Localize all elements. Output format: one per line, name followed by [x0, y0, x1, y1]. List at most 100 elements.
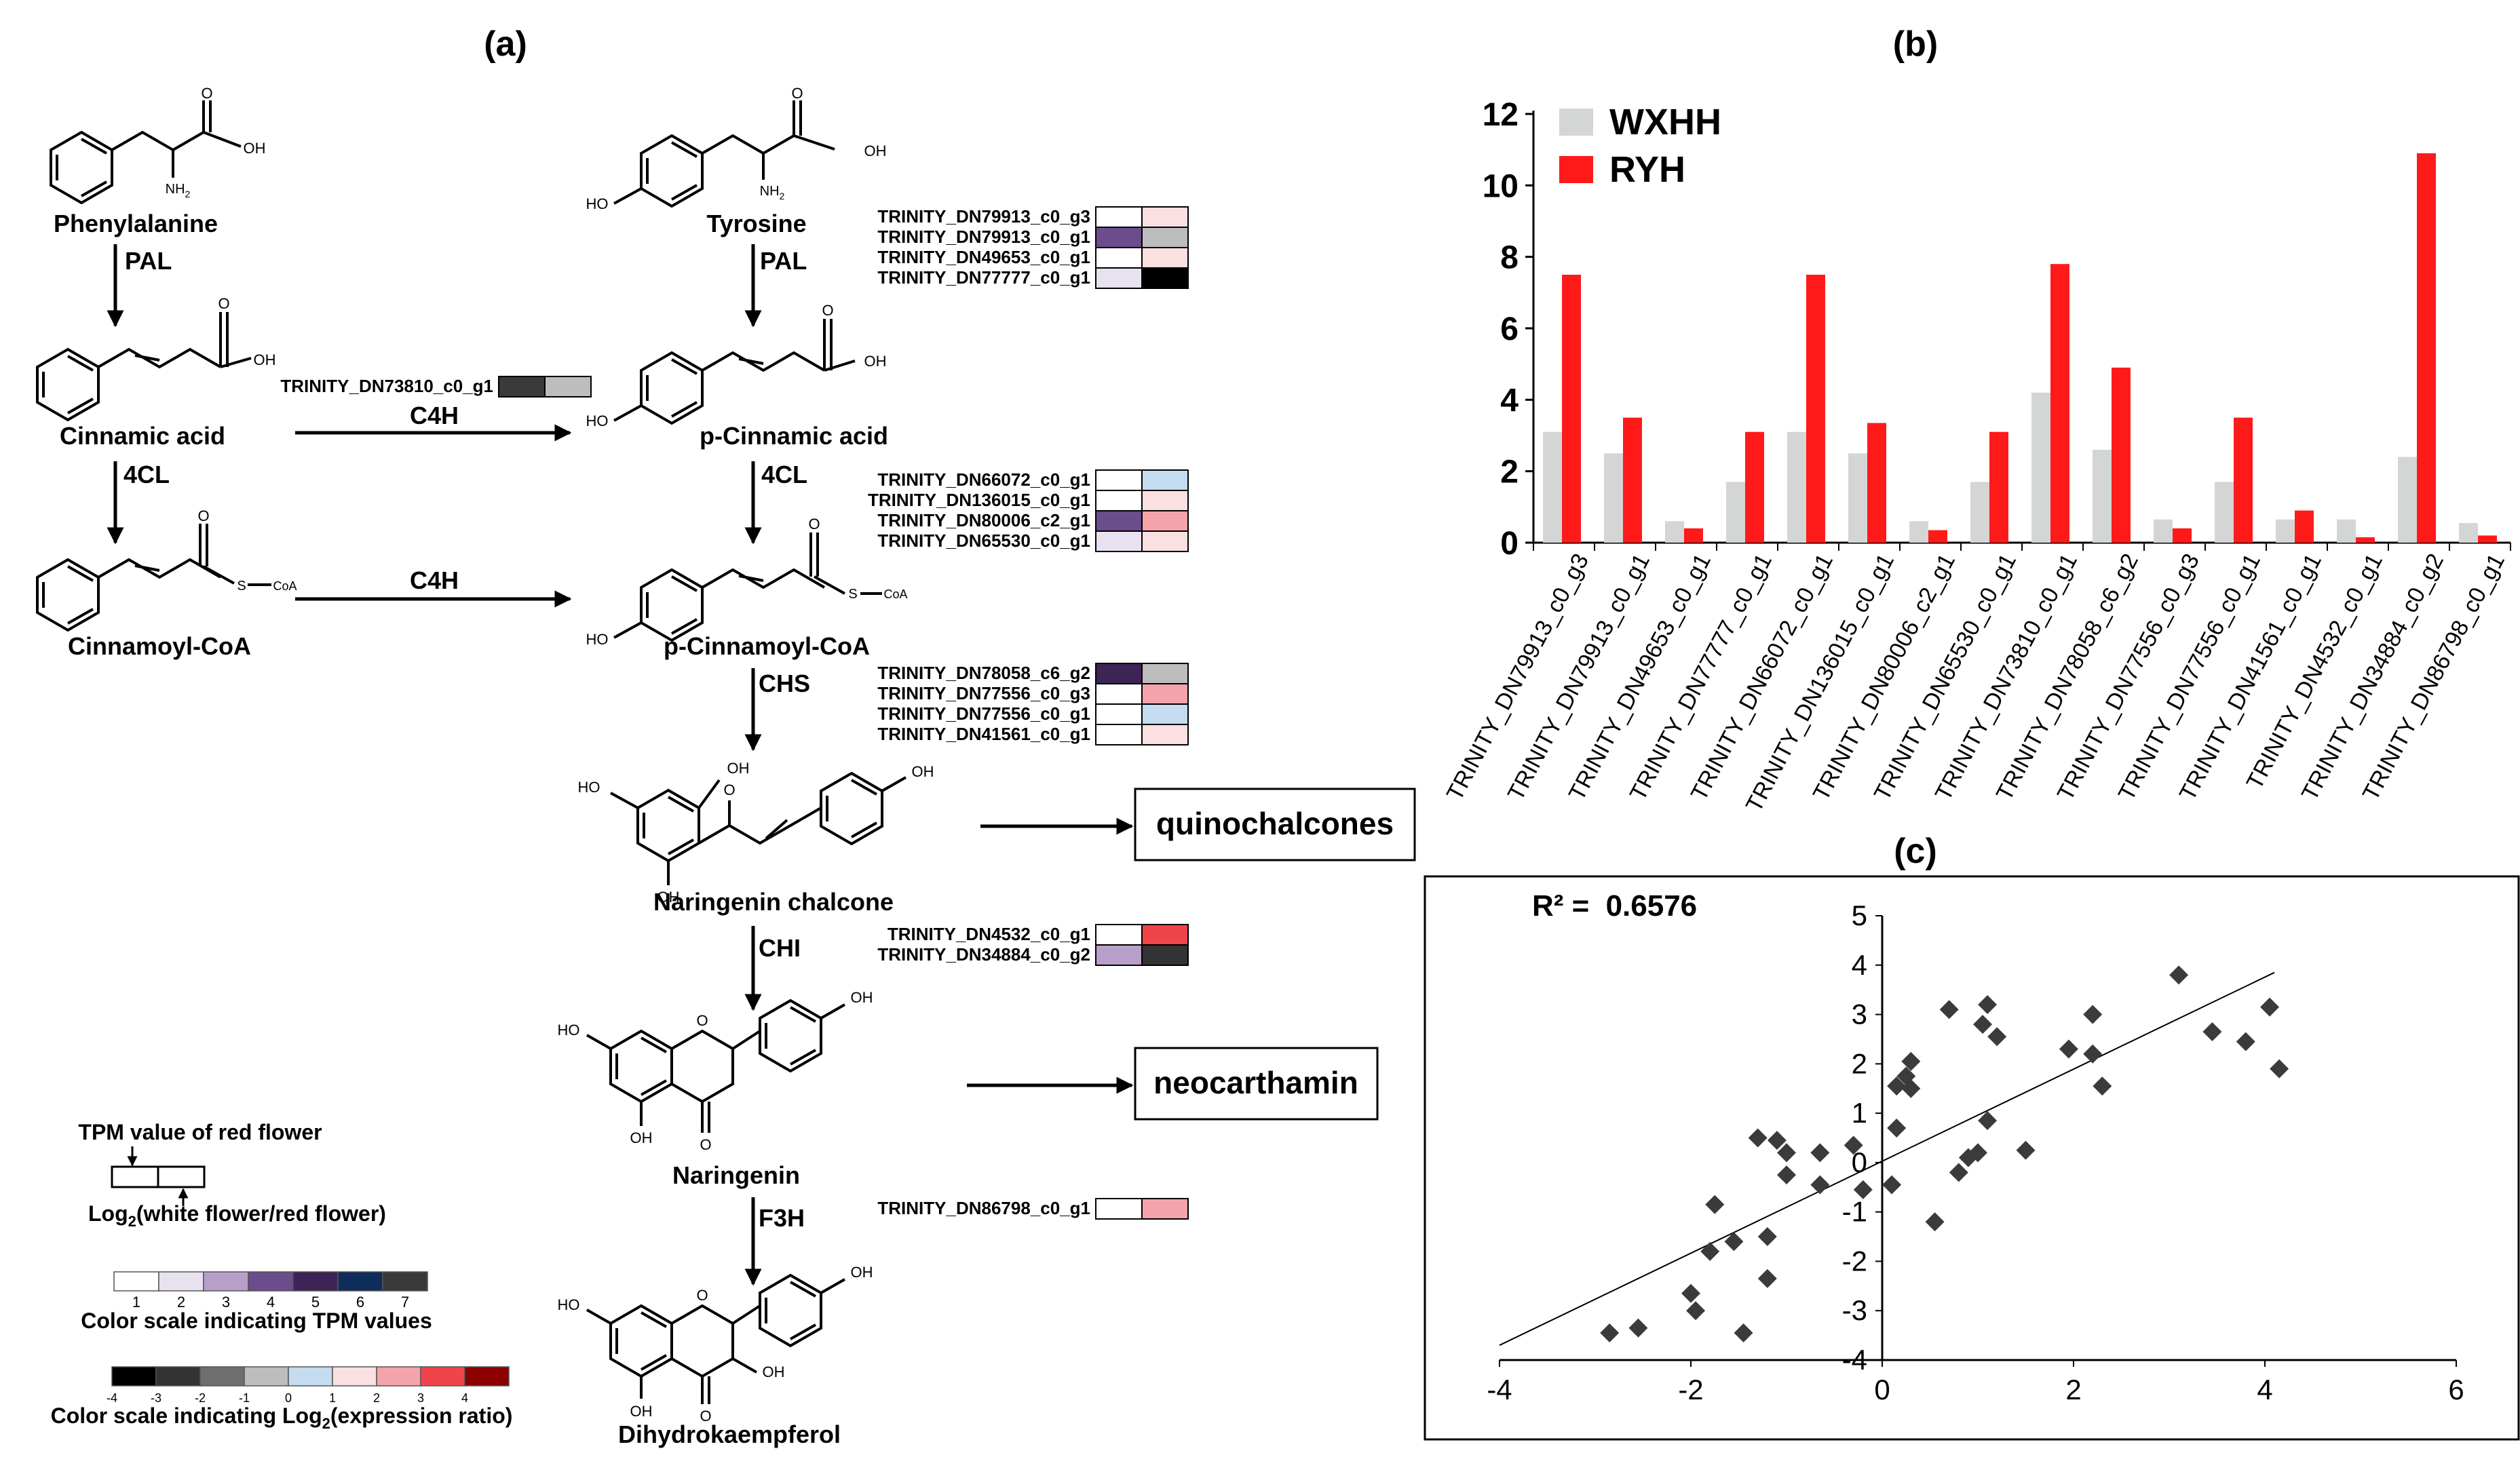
naringenin-structure	[586, 998, 845, 1133]
tpm-scale-tick: 7	[401, 1294, 409, 1311]
scatter-point	[1949, 1163, 1968, 1182]
tpm-cell	[1095, 1198, 1143, 1220]
ratio-scale-swatch	[199, 1366, 245, 1386]
tpm-cell	[1095, 510, 1143, 532]
bar-wxhh	[2031, 392, 2050, 543]
phe-nh2: NH2	[166, 182, 191, 199]
x-tick-label: -2	[1678, 1374, 1703, 1405]
p-cinnamoyl-coa-label: p-Cinnamoyl-CoA	[664, 632, 870, 660]
pcoa-ho: HO	[586, 631, 609, 648]
scatter-point	[1810, 1143, 1830, 1163]
legend-label-wxhh: WXHH	[1609, 102, 1721, 142]
ratio-scale-tick: -2	[195, 1391, 206, 1405]
bar-wxhh	[2093, 450, 2112, 543]
tpm-scale-tick: 4	[267, 1294, 275, 1311]
tpm-scale-swatch	[337, 1271, 383, 1292]
bar-wxhh	[2276, 519, 2295, 543]
ratio-scale-swatch	[420, 1366, 465, 1386]
scatter-point	[2270, 1059, 2289, 1079]
ratio-cell	[1141, 206, 1189, 228]
scatter-point	[2236, 1032, 2255, 1051]
scatter-annotation: R² = 0.6576	[1532, 889, 1697, 923]
ratio-scale-tick: -4	[107, 1391, 117, 1405]
ratio-scale-tick: 1	[329, 1391, 336, 1405]
gene-label: TRINITY_DN49653_c0_g1	[877, 247, 1090, 267]
y-tick-label: 4	[1852, 949, 1867, 981]
enzyme-c4h-2: C4H	[410, 566, 459, 594]
ratio-cell	[1141, 1198, 1189, 1220]
bar-wxhh	[2398, 457, 2417, 543]
bar-ryh	[1806, 275, 1825, 543]
tpm-cell	[1095, 267, 1143, 289]
legend-ratio-scale-label: Color scale indicating Log2(expression r…	[51, 1403, 513, 1432]
scatter-point	[1925, 1212, 1945, 1232]
naringenin-chalcone-structure	[610, 771, 906, 885]
legend-tpm-scale-label: Color scale indicating TPM values	[81, 1308, 432, 1333]
gene-label: TRINITY_DN86798_c0_g1	[877, 1198, 1090, 1218]
ratio-scale-tick: 0	[285, 1391, 292, 1405]
tpm-cell	[1095, 227, 1143, 248]
scatter-point	[1853, 1180, 1873, 1199]
nar-oh-1: OH	[630, 1129, 653, 1146]
y-tick-label: -4	[1842, 1344, 1867, 1376]
scatter-point	[1978, 995, 1998, 1014]
x-tick-label: 6	[2448, 1374, 2464, 1405]
tpm-scale-swatch	[382, 1271, 428, 1292]
scatter-point	[1628, 1318, 1648, 1338]
tyrosine-structure	[613, 100, 835, 208]
panel-b-label: (b)	[1893, 24, 1938, 64]
y-tick-label: 10	[1483, 168, 1519, 204]
y-tick-label: 12	[1483, 97, 1519, 133]
scatter-frame	[1424, 875, 2520, 1441]
ratio-scale-tick: 4	[461, 1391, 468, 1405]
cinnamoyl-coa-structure	[36, 524, 271, 632]
ratio-cell	[1141, 247, 1189, 269]
scatter-point	[1767, 1131, 1787, 1150]
scatter-point	[1734, 1323, 1753, 1342]
cinnamoyl-coa: CoA	[273, 579, 297, 593]
tpm-cell	[1095, 703, 1143, 725]
ratio-cell	[1141, 267, 1189, 289]
cinnamic-oh: OH	[254, 351, 276, 368]
gene-label: TRINITY_DN77777_c0_g1	[877, 267, 1090, 288]
ratio-cell	[544, 376, 592, 397]
scatter-point	[2093, 1077, 2112, 1096]
bar-ryh	[2478, 535, 2497, 543]
cinnamoyl-coa-label: Cinnamoyl-CoA	[68, 632, 251, 660]
tpm-scale-swatch	[158, 1271, 204, 1292]
nar-ring-o: O	[696, 1012, 708, 1029]
ratio-cell	[1141, 924, 1189, 946]
ratio-cell	[1141, 530, 1189, 552]
tyr-ho: HO	[586, 195, 609, 212]
tyr-oh: OH	[864, 142, 887, 159]
y-tick-label: 2	[1852, 1047, 1867, 1079]
scatter-point	[1724, 1232, 1744, 1252]
tpm-scale-tick: 1	[132, 1294, 140, 1311]
chalcone-oh-1: OH	[727, 760, 750, 777]
tpm-cell	[1095, 924, 1143, 946]
dhk-oh-3: OH	[851, 1264, 873, 1281]
enzyme-4cl-left: 4CL	[123, 461, 170, 488]
y-tick-label: 4	[1500, 383, 1519, 419]
tpm-scale-tick: 6	[356, 1294, 364, 1311]
scatter-point	[1887, 1118, 1907, 1138]
scatter-point	[2202, 1022, 2222, 1042]
bar-ryh	[2295, 510, 2314, 543]
scatter-point	[1757, 1227, 1777, 1247]
bar-ryh	[2356, 537, 2375, 543]
legend-swatch-wxhh	[1559, 109, 1593, 136]
y-tick-label: 0	[1500, 526, 1519, 562]
chalcone-oh-2: OH	[657, 889, 680, 906]
scatter-point	[1777, 1143, 1796, 1163]
quinochalcones-label: quinochalcones	[1156, 806, 1394, 841]
bar-wxhh	[2459, 523, 2478, 543]
y-tick-label: 1	[1852, 1097, 1867, 1129]
panel-a-label: (a)	[484, 24, 527, 64]
phe-o: O	[201, 85, 212, 102]
scatter-point	[1681, 1283, 1700, 1303]
scatter-point	[1777, 1165, 1796, 1185]
p-cinnamic-acid-structure	[613, 319, 856, 425]
scatter-point	[1978, 1111, 1998, 1131]
bar-ryh	[2112, 367, 2131, 543]
enzyme-4cl-right: 4CL	[761, 461, 807, 488]
